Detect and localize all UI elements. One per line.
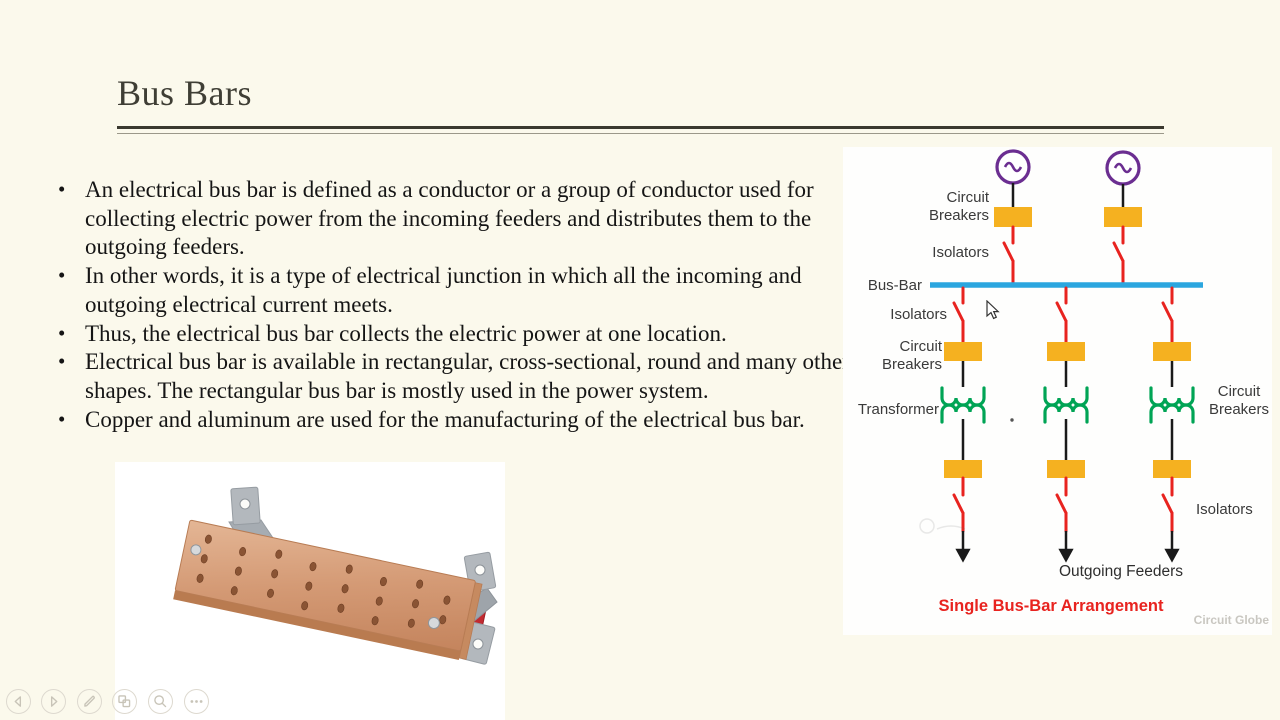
- page-title: Bus Bars: [117, 73, 253, 113]
- zoom-into-slide-button[interactable]: [148, 689, 173, 714]
- next-slide-button[interactable]: [41, 689, 66, 714]
- outgoing-arrow: [955, 531, 1180, 563]
- circuit-breaker-box: [994, 207, 1142, 227]
- title-rule-thin: [117, 133, 1164, 134]
- title-rule-thick: [117, 126, 1164, 129]
- slideshow-toolbar: [0, 689, 230, 716]
- bolt-left: [190, 544, 202, 556]
- bullet-item: Electrical bus bar is available in recta…: [56, 347, 851, 405]
- bullet-item: Copper and aluminum are used for the man…: [56, 405, 851, 435]
- isolators-label: Isolators: [890, 306, 947, 323]
- cursor-arrow-icon: [986, 299, 1000, 320]
- see-all-slides-button[interactable]: [112, 689, 137, 714]
- feeder-leads: [961, 361, 1174, 387]
- isolators-label: Isolators: [932, 244, 989, 261]
- single-bus-bar-diagram: Circuit Breakers Isolators Bus-Bar Isola…: [843, 147, 1272, 635]
- circuit-breakers-label: Circuit: [1218, 383, 1261, 400]
- more-options-button[interactable]: [184, 689, 209, 714]
- isolator-symbol: [952, 286, 1174, 344]
- bus-bar-label: Bus-Bar: [868, 277, 922, 294]
- brand-watermark: Circuit Globe: [1194, 613, 1270, 627]
- circuit-breakers-label: Circuit: [946, 189, 989, 206]
- diagram-caption: Single Bus-Bar Arrangement: [939, 597, 1164, 615]
- feeder-leads: [961, 419, 1174, 460]
- bullet-item: An electrical bus bar is defined as a co…: [56, 175, 851, 262]
- bullet-list: An electrical bus bar is defined as a co…: [56, 175, 851, 435]
- bullet-item: Thus, the electrical bus bar collects th…: [56, 319, 851, 349]
- pen-annotate-icon: [84, 695, 95, 707]
- zoom-into-slide-icon: [154, 695, 167, 708]
- circuit-breakers-label: Breakers: [929, 207, 989, 224]
- generator-icon: [995, 149, 1031, 185]
- previous-slide-icon: [14, 696, 22, 707]
- see-all-slides-icon: [118, 695, 131, 708]
- copper-bus-bar-photo: [115, 462, 505, 720]
- circuit-breaker-box: [944, 460, 1191, 478]
- next-slide-icon: [50, 696, 58, 707]
- outgoing-feeders-label: Outgoing Feeders: [1059, 563, 1183, 580]
- isolators-label: Isolators: [1196, 501, 1253, 518]
- bolt-right: [427, 616, 440, 629]
- transformer-label: Transformer: [858, 401, 939, 418]
- copper-bus-bar-illustration: [173, 486, 498, 665]
- circuit-breakers-label: Breakers: [1209, 401, 1269, 418]
- copper-bar: [173, 519, 483, 660]
- circuit-breakers-label: Circuit: [899, 338, 942, 355]
- isolator-symbol: [1002, 225, 1125, 285]
- circuit-breakers-label: Breakers: [882, 356, 942, 373]
- separator-dot: [1010, 418, 1014, 422]
- watermark-mark: [919, 518, 966, 534]
- previous-slide-button[interactable]: [6, 689, 31, 714]
- bolt-holes: [196, 534, 451, 628]
- incoming-leads: [1011, 183, 1125, 207]
- mouse-cursor: [986, 299, 1000, 320]
- bullet-item: In other words, it is a type of electric…: [56, 261, 851, 319]
- generator-icon: [1105, 150, 1141, 186]
- isolator-symbol: [952, 476, 1174, 533]
- more-options-icon: [190, 700, 203, 703]
- diagram-svg: Circuit Breakers Isolators Bus-Bar Isola…: [858, 149, 1270, 627]
- transformer-icon: [940, 386, 1195, 424]
- pen-annotate-button[interactable]: [77, 689, 102, 714]
- circuit-breaker-box: [944, 342, 1191, 361]
